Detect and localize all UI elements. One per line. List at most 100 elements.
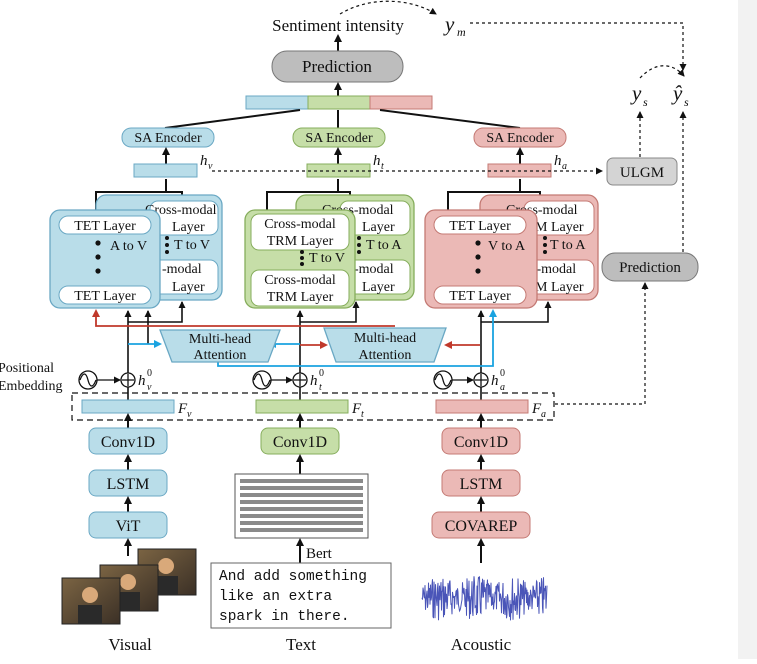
prediction-label: Prediction bbox=[302, 57, 372, 76]
left-attention-box bbox=[159, 329, 281, 363]
acoustic-add-cross bbox=[475, 374, 487, 386]
text-front-mid: T to V bbox=[309, 251, 345, 266]
ys-subscript: s bbox=[643, 95, 648, 109]
text-back-dot-2 bbox=[357, 243, 361, 247]
video-frame-2-body bbox=[116, 592, 140, 611]
visual-sine-wave bbox=[79, 373, 97, 387]
visual-front-dot-3 bbox=[95, 268, 101, 274]
text-front-dot-3 bbox=[300, 262, 304, 266]
visual-front-top-label: TET Layer bbox=[74, 219, 136, 234]
h0a-symbol: h bbox=[491, 373, 499, 389]
text-sa-encoder-label: SA Encoder bbox=[305, 131, 373, 146]
visual-back-bottom-1: -modal bbox=[162, 262, 202, 277]
acoustic-encoder-to-fusion bbox=[379, 109, 521, 129]
text-front-dot-1 bbox=[300, 250, 304, 254]
visual-back-bottom-2: Layer bbox=[172, 280, 205, 295]
fusion-bar-text bbox=[307, 95, 371, 110]
bert-row-7 bbox=[240, 521, 363, 525]
acoustic-covarep-label: COVAREP bbox=[445, 518, 518, 535]
acoustic-front-top-layer bbox=[433, 215, 527, 235]
text-modality-label: Text bbox=[286, 635, 316, 654]
acoustic-front-dot-2 bbox=[475, 254, 481, 260]
video-frame-3-body bbox=[154, 576, 178, 595]
acoustic-back-mid: T to A bbox=[550, 238, 586, 253]
acoustic-front-dot-1 bbox=[475, 240, 481, 246]
positional-label-1: Positional bbox=[0, 361, 54, 376]
text-front-top-2: TRM Layer bbox=[267, 234, 334, 249]
ys-label: y s bbox=[630, 81, 648, 109]
ulgm-box bbox=[606, 157, 678, 186]
text-back-top-2: Layer bbox=[362, 220, 395, 235]
right-attention-box bbox=[323, 327, 447, 363]
yhat-symbol: ŷ bbox=[671, 81, 683, 105]
visual-positional-encoding: h 0 v bbox=[78, 368, 152, 393]
text-back-dot-3 bbox=[357, 250, 361, 254]
audio-waveform-image bbox=[421, 576, 548, 621]
visual-conv1d-label: Conv1D bbox=[101, 434, 155, 451]
visual-blocks-to-hv bbox=[95, 179, 183, 210]
ulgm-label: ULGM bbox=[620, 165, 664, 181]
visual-sa-encoder-label: SA Encoder bbox=[134, 131, 202, 146]
bert-row-5 bbox=[240, 507, 363, 511]
sentiment-intensity-label: Sentiment intensity bbox=[272, 16, 404, 35]
yhat-subscript: s bbox=[684, 95, 689, 109]
right-attention-label-2: Attention bbox=[359, 348, 412, 363]
visual-front-bottom-layer bbox=[58, 285, 152, 305]
sample-text-line-1: And add something bbox=[219, 569, 367, 585]
acoustic-lstm-label: LSTM bbox=[460, 476, 503, 493]
ys-yhat-curved-connector bbox=[639, 65, 685, 79]
bert-matrix-frame bbox=[234, 473, 369, 539]
bert-row-1 bbox=[240, 479, 363, 483]
text-sine-wave bbox=[253, 373, 271, 387]
h0v-sup: 0 bbox=[147, 368, 152, 379]
visual-back-dot-3 bbox=[165, 250, 169, 254]
visual-front-top-layer bbox=[58, 215, 152, 235]
features-to-side-prediction-connector bbox=[555, 282, 649, 405]
acoustic-cross-modal-block: Cross-modal M Layer T to A s-modal M Lay… bbox=[424, 194, 599, 309]
acoustic-back-top-2: M Layer bbox=[535, 220, 584, 235]
fa-sub: a bbox=[541, 409, 546, 420]
acoustic-back-dot-3 bbox=[543, 250, 547, 254]
fa-bar bbox=[435, 399, 529, 414]
acoustic-sine-wave bbox=[434, 373, 452, 387]
fv-symbol: F bbox=[177, 401, 188, 417]
text-front-top-layer bbox=[250, 213, 350, 251]
visual-front-dot-2 bbox=[95, 254, 101, 260]
video-frames-image bbox=[61, 548, 197, 625]
visual-add-cross bbox=[122, 374, 134, 386]
visual-front-mid: A to V bbox=[110, 239, 147, 254]
acoustic-feeder-2 bbox=[481, 301, 552, 323]
ha-symbol: h bbox=[554, 153, 562, 169]
h0v-symbol: h bbox=[138, 373, 146, 389]
sample-text-box bbox=[210, 562, 392, 629]
bert-row-2 bbox=[240, 486, 363, 490]
fusion-bar-acoustic bbox=[369, 95, 433, 110]
ft-sub: t bbox=[361, 409, 364, 420]
text-positional-encoding: h 0 t bbox=[252, 368, 324, 393]
video-frame-1-face bbox=[82, 587, 98, 603]
positional-label-2: Embedding bbox=[0, 379, 63, 394]
bert-row-4 bbox=[240, 500, 363, 504]
video-frame-1-body bbox=[78, 605, 102, 624]
text-conv1d-label: Conv1D bbox=[273, 434, 327, 451]
ht-subscript: t bbox=[381, 161, 384, 172]
ym-symbol: y bbox=[443, 12, 455, 36]
hv-subscript: v bbox=[208, 161, 213, 172]
yhat-label: ŷ s bbox=[671, 81, 689, 109]
acoustic-blocks-to-ha bbox=[447, 179, 541, 210]
acoustic-back-bottom-2: M Layer bbox=[535, 280, 584, 295]
visual-back-top-1: Cross-modal bbox=[145, 203, 217, 218]
text-add-cross bbox=[294, 374, 306, 386]
visual-back-top-2: Layer bbox=[172, 220, 205, 235]
visual-modality-label: Visual bbox=[108, 635, 152, 654]
fusion-bar-visual bbox=[245, 95, 309, 110]
acoustic-conv1d-label: Conv1D bbox=[454, 434, 508, 451]
text-back-bottom-1: -modal bbox=[354, 262, 394, 277]
ys-symbol: y bbox=[630, 81, 642, 105]
acoustic-front-bottom-layer bbox=[433, 285, 527, 305]
acoustic-back-bottom-1: s-modal bbox=[531, 262, 576, 277]
ft-bar bbox=[255, 399, 349, 414]
bert-row-6 bbox=[240, 514, 363, 518]
